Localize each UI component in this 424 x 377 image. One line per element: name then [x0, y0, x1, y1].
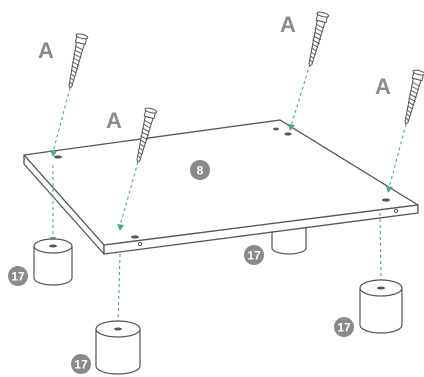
- screw-front-left: [63, 32, 89, 90]
- leg-part-number: 17: [74, 358, 88, 372]
- leg-back-right: [271, 226, 307, 255]
- screw-label: A: [38, 38, 54, 63]
- leg-part-number: 17: [11, 270, 25, 284]
- board-part-badge: [190, 160, 210, 180]
- screw-back-right: [303, 10, 330, 68]
- leg-part-number: 17: [247, 249, 261, 263]
- screw-label: A: [375, 74, 391, 99]
- leg-part-badge: [334, 317, 354, 337]
- screw-right: [399, 68, 424, 126]
- table-board: [23, 119, 419, 255]
- guide-lines: [52, 63, 407, 325]
- leg-part-badge: [244, 245, 264, 265]
- leg-part-badge: [71, 354, 91, 374]
- leg-part-badge: [8, 266, 28, 286]
- screw-label: A: [106, 108, 122, 133]
- leg-front-left: [33, 238, 73, 286]
- leg-right: [359, 279, 403, 334]
- screw-label: A: [280, 12, 296, 37]
- leg-part-number: 17: [337, 321, 351, 335]
- leg-front-middle: [95, 320, 141, 375]
- board-part-number: 8: [197, 164, 204, 178]
